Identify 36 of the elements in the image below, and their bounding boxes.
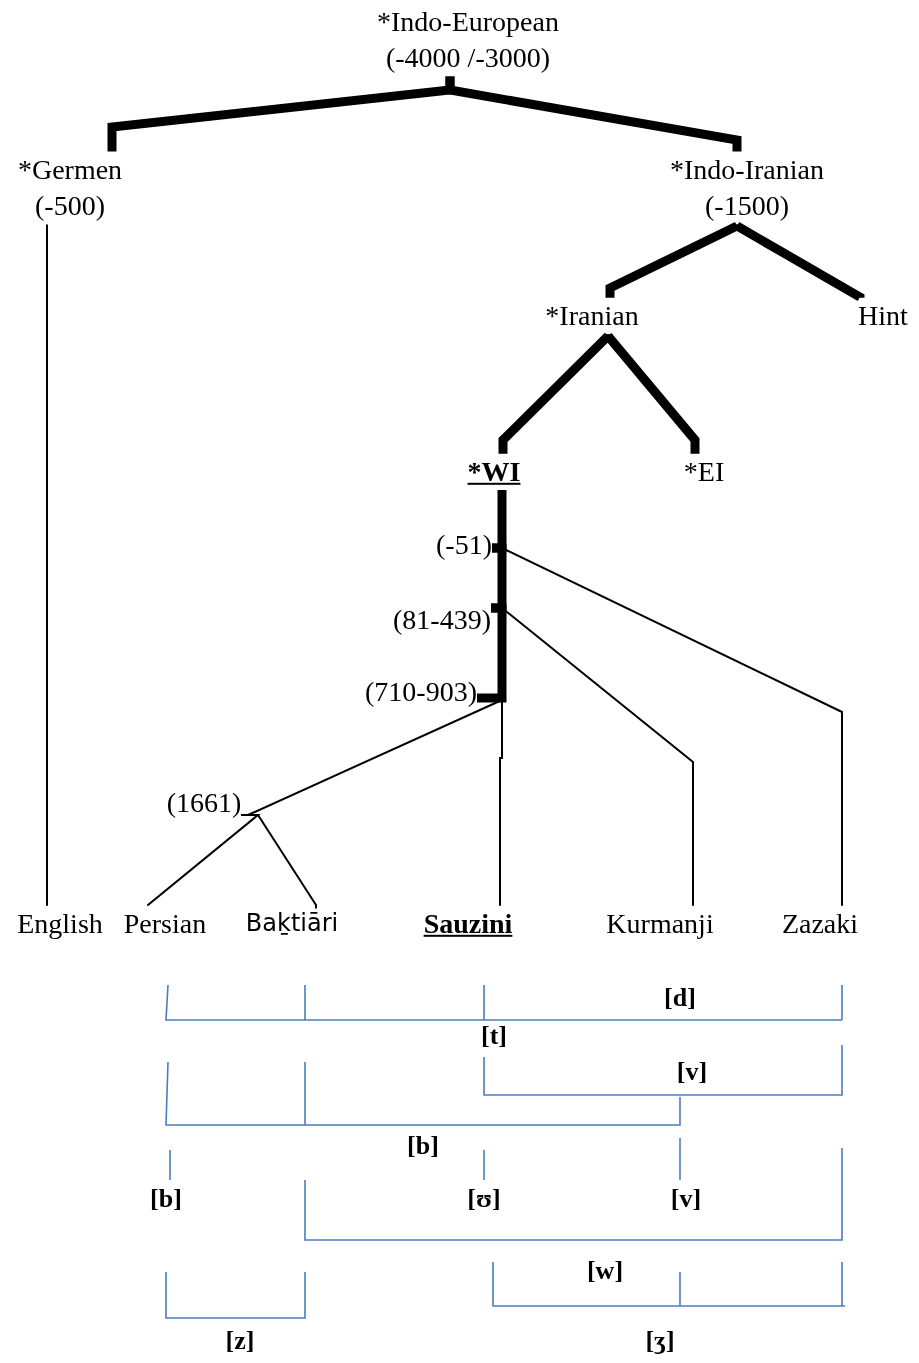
tree-branch (477, 603, 507, 703)
sound-label: [v] (676, 1057, 708, 1087)
tree-branch (46, 223, 48, 907)
date-label: (710-903) (365, 673, 477, 711)
sound-label: [b] (407, 1131, 439, 1161)
language-name: English (17, 905, 103, 943)
date-label: (-51) (436, 526, 492, 564)
language-name: Zazaki (781, 905, 859, 943)
language-name: *EI (683, 453, 725, 491)
language-name: *Indo-European (377, 4, 559, 39)
tree-branch (240, 814, 317, 910)
sound-label: [t] (481, 1021, 507, 1051)
date-label: (81-439) (393, 601, 491, 639)
tree-branch (445, 76, 742, 152)
sound-label: [ʒ] (645, 1326, 675, 1356)
sound-label: [v] (670, 1184, 702, 1214)
language-name: Baḵtiāri (245, 908, 339, 940)
sound-label: [b] (150, 1184, 182, 1214)
date-label: (1661) (166, 784, 242, 822)
date-label: (-4000 /-3000) (384, 41, 552, 75)
language-name: *Iranian (545, 297, 639, 335)
language-name: *Germen (17, 152, 123, 187)
sound-label: [z] (225, 1326, 255, 1356)
language-name: Kurmanji (606, 905, 714, 943)
tree-branch (147, 814, 261, 907)
sound-label: [ʊ] (467, 1184, 501, 1214)
date-label: (-1500) (704, 189, 790, 223)
language-name: Persian (123, 905, 207, 943)
sound-label: [w] (586, 1256, 624, 1286)
language-name: *WI (467, 453, 521, 491)
sound-label: [d] (664, 983, 696, 1013)
date-label: (-500) (34, 189, 106, 223)
language-name: Sauzini (423, 905, 513, 943)
language-name: Hint (858, 297, 908, 335)
language-name: *Indo-Iranian (670, 152, 824, 187)
tree-branch (603, 331, 700, 454)
